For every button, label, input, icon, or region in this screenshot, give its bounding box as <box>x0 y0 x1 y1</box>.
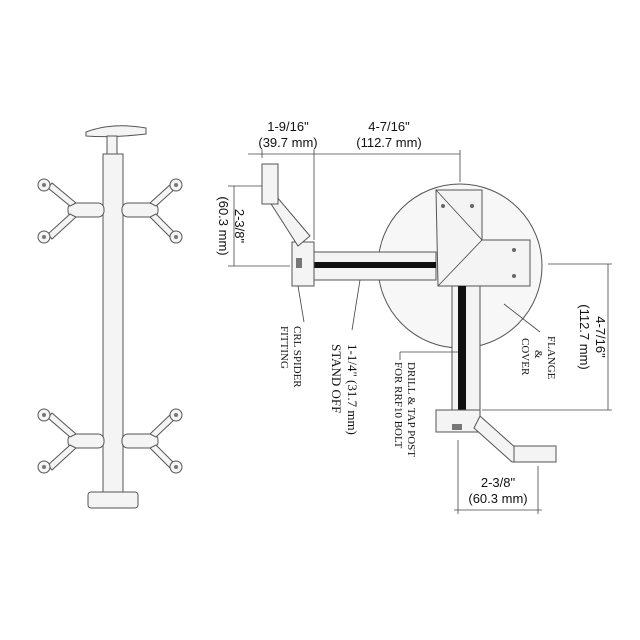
dim-fitting-height-bottom: 2-3/8" (60.3 mm) <box>454 440 542 514</box>
post-tube <box>102 153 124 495</box>
callout-crl-spider: CRL SPIDER FITTING <box>278 285 305 388</box>
horizontal-bolt-slot <box>312 262 436 268</box>
dim-fitting-width: 1-9/16" (39.7 mm) <box>248 119 318 240</box>
dim-fitting-height-bottom-metric: (60.3 mm) <box>468 491 527 506</box>
callout-standoff: 1-1/4" (31.7 mm) STAND OFF <box>329 279 361 435</box>
dim-fitting-width-metric: (39.7 mm) <box>258 135 317 150</box>
bottom-spider-pad <box>513 445 557 463</box>
lower-bolt-2 <box>42 465 46 469</box>
upper-spider-hub-left <box>67 202 105 218</box>
label-crl-spider-line2: FITTING <box>278 326 290 369</box>
lower-spider-hub-left <box>67 433 105 449</box>
label-standoff-line1: 1-1/4" (31.7 mm) <box>345 344 360 435</box>
dim-post-diameter-right-metric: (112.7 mm) <box>577 304 592 370</box>
lower-spider-fitting <box>37 408 183 474</box>
left-spider-bolt <box>296 258 302 268</box>
upper-bolt-2 <box>42 235 46 239</box>
label-flange-line3: COVER <box>519 338 531 376</box>
dim-standoff-length: 4-7/16" (112.7 mm) <box>314 119 461 182</box>
dim-standoff-length-metric: (112.7 mm) <box>356 135 422 150</box>
lower-arm-left-top <box>47 412 77 438</box>
lower-spider-hub-right <box>121 433 159 449</box>
post-base <box>87 491 139 509</box>
upper-bolt-3 <box>174 183 178 187</box>
left-spider-pad <box>261 163 279 205</box>
vertical-bolt-slot <box>458 286 466 410</box>
label-crl-spider-line1: CRL SPIDER <box>291 326 303 388</box>
label-drill-line2: FOR RRF10 BOLT <box>392 362 404 449</box>
label-flange-line1: FLANGE <box>545 336 557 380</box>
upper-arm-left-top <box>47 182 77 207</box>
dim-standoff-length-fraction: 4-7/16" <box>368 119 410 134</box>
upper-bolt-1 <box>42 183 46 187</box>
dim-post-diameter-right: 4-7/16" (112.7 mm) <box>482 263 612 411</box>
lower-bolt-4 <box>174 465 178 469</box>
dim-fitting-height-left-metric: (60.3 mm) <box>216 196 231 255</box>
lower-bolt-3 <box>174 413 178 417</box>
callout-flange-cover: FLANGE & COVER <box>503 303 557 380</box>
callout-drill-tap: DRILL & TAP POST FOR RRF10 BOLT <box>392 351 458 457</box>
bottom-spider-bolt <box>452 424 462 430</box>
dim-post-diameter-right-fraction: 4-7/16" <box>593 316 608 358</box>
post-screw-3 <box>512 248 516 252</box>
upper-arm-left-bottom <box>47 213 77 240</box>
top-cap <box>85 125 147 138</box>
dim-fitting-height-left: 2-3/8" (60.3 mm) <box>216 185 290 267</box>
post-screw-2 <box>470 204 474 208</box>
plan-view-detail: 1-9/16" (39.7 mm) 4-7/16" (112.7 mm) 2-3… <box>216 119 612 514</box>
upper-spider-hub-right <box>121 202 159 218</box>
post-bevel-line-2 <box>437 239 483 287</box>
label-standoff-line2: STAND OFF <box>329 344 344 413</box>
left-spider-body <box>291 241 315 287</box>
dim-fitting-width-fraction: 1-9/16" <box>267 119 309 134</box>
dim-fitting-height-bottom-fraction: 2-3/8" <box>481 475 516 490</box>
upper-bolt-4 <box>174 235 178 239</box>
label-drill-line1: DRILL & TAP POST <box>405 362 417 457</box>
post-elevation <box>37 125 183 509</box>
lower-bolt-1 <box>42 413 46 417</box>
top-cap-stem <box>106 135 118 155</box>
label-flange-line2: & <box>532 350 544 359</box>
lower-arm-left-bottom <box>47 444 77 471</box>
post-screw-4 <box>512 274 516 278</box>
post-screw-1 <box>441 204 445 208</box>
upper-spider-fitting <box>37 178 183 244</box>
dim-fitting-height-left-fraction: 2-3/8" <box>232 209 247 244</box>
post-bevel-line <box>435 189 483 241</box>
